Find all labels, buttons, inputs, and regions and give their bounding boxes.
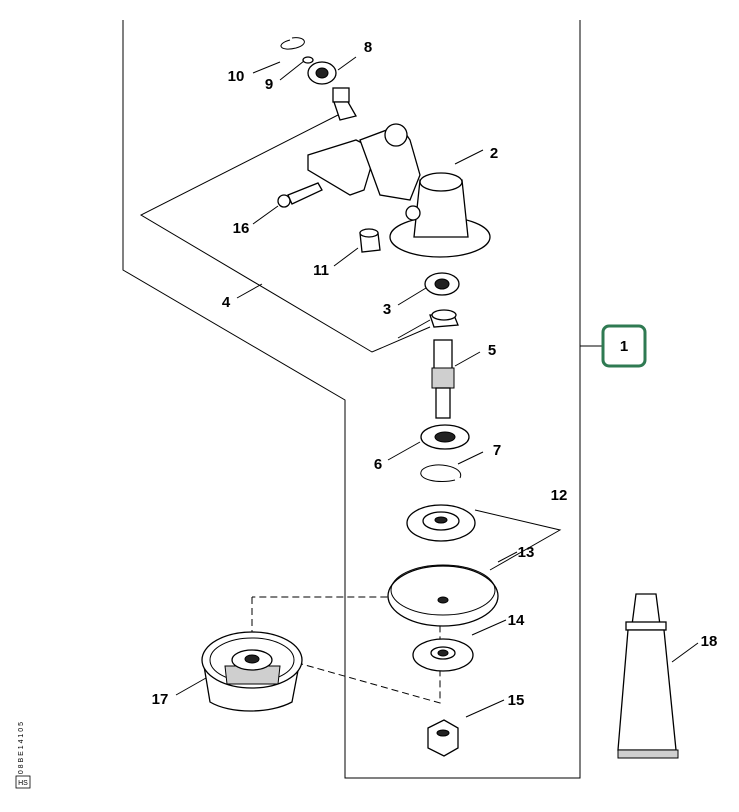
side-reference-code: 4 0 8 B E 1 4 1 0 5 [18, 722, 25, 780]
label-part-2[interactable]: 2 [490, 145, 498, 162]
label-part-12[interactable]: 12 [551, 487, 568, 504]
label-part-10[interactable]: 10 [228, 68, 245, 85]
part-7-circlip [420, 464, 461, 483]
part-18-grease-tube [617, 593, 679, 759]
pinion-gear [332, 87, 357, 121]
label-part-17[interactable]: 17 [152, 691, 169, 708]
assembly-outline [122, 20, 581, 779]
part-3-bearing [424, 272, 460, 328]
part-16-screw [277, 182, 323, 208]
part-10-circlip [280, 37, 305, 50]
part-2-gear-housing [307, 123, 491, 258]
side-reference-box-text: HS [18, 780, 28, 787]
part-15-nut [427, 719, 459, 757]
side-reference-box [15, 775, 31, 789]
kit-4-bracket [139, 114, 431, 353]
label-part-1[interactable]: 1 [620, 338, 628, 355]
label-part-16[interactable]: 16 [233, 220, 250, 237]
label-part-18[interactable]: 18 [701, 633, 718, 650]
label-part-3[interactable]: 3 [383, 301, 391, 318]
label-part-4[interactable]: 4 [222, 294, 231, 311]
label-part-15[interactable]: 15 [508, 692, 525, 709]
part-14-collar [412, 638, 474, 672]
part-13-disc [387, 564, 499, 627]
part-9-key [302, 56, 314, 64]
label-part-14[interactable]: 14 [508, 612, 525, 629]
leader-lines [175, 56, 699, 718]
part-8-bearing [307, 61, 337, 85]
bracket-12-13 [474, 509, 562, 571]
label-part-13[interactable]: 13 [518, 544, 535, 561]
part-6-ball-bearing [420, 424, 470, 450]
label-part-7[interactable]: 7 [493, 442, 501, 459]
part-12-thrust-washer [406, 504, 476, 542]
part-1-highlight-box [601, 324, 647, 368]
label-part-6[interactable]: 6 [374, 456, 382, 473]
part-17-thrust-plate [201, 631, 303, 712]
part-11-plug [359, 228, 381, 253]
label-part-11[interactable]: 11 [313, 262, 329, 279]
label-part-9[interactable]: 9 [265, 76, 273, 93]
label-part-8[interactable]: 8 [364, 39, 372, 56]
label-part-5[interactable]: 5 [488, 342, 496, 359]
part-5-spline-shaft [431, 339, 455, 419]
